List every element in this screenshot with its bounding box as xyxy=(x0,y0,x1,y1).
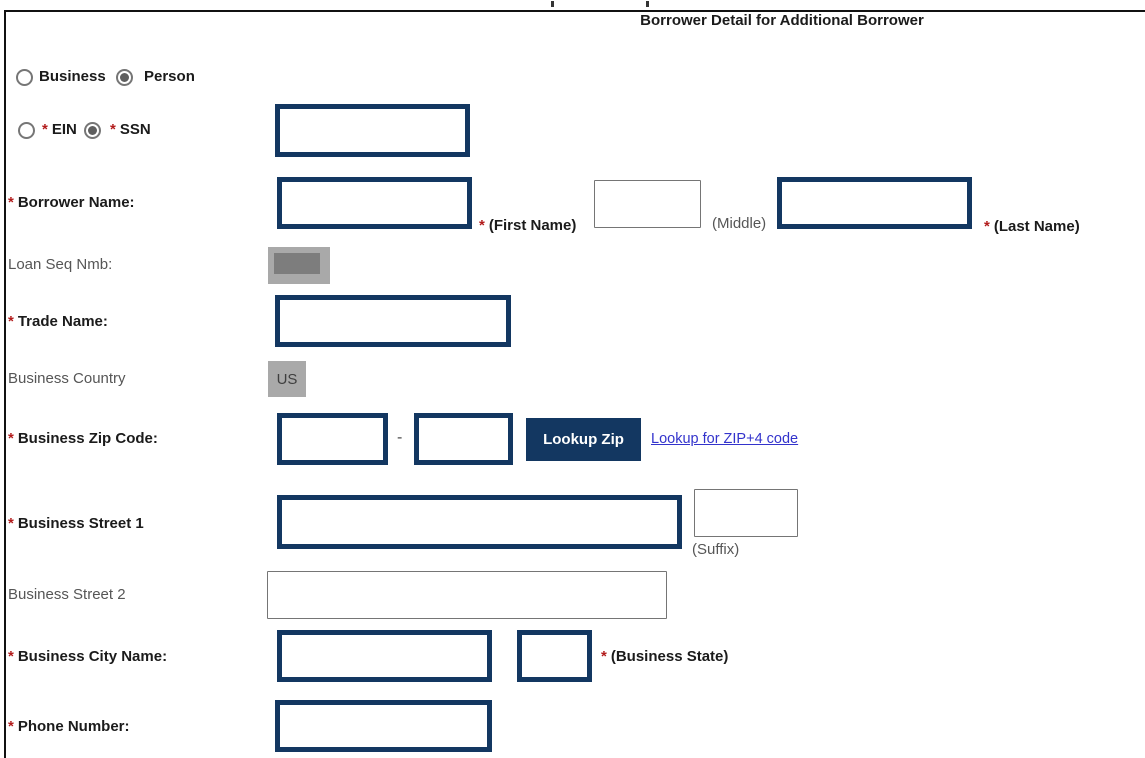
business-street1-input[interactable] xyxy=(277,495,682,549)
trade-name-label: *Trade Name: xyxy=(8,313,108,330)
business-country-label: Business Country xyxy=(8,370,126,387)
last-name-hint: *(Last Name) xyxy=(984,218,1080,235)
phone-number-label: *Phone Number: xyxy=(8,718,130,735)
required-asterisk: * xyxy=(42,121,48,138)
business-street2-label: Business Street 2 xyxy=(8,586,126,603)
business-street1-label: *Business Street 1 xyxy=(8,515,144,532)
ssn-radio-label: *SSN xyxy=(110,121,151,138)
lookup-zip-button[interactable]: Lookup Zip xyxy=(526,418,641,461)
zip4-input[interactable] xyxy=(414,413,513,465)
loan-seq-value-box xyxy=(268,247,330,284)
page-title: Borrower Detail for Additional Borrower xyxy=(640,12,924,29)
redacted-value xyxy=(274,253,320,274)
ein-radio[interactable] xyxy=(18,122,35,139)
person-radio-label: Person xyxy=(144,68,195,85)
business-zip-label: *Business Zip Code: xyxy=(8,430,158,447)
phone-number-input[interactable] xyxy=(275,700,492,752)
person-radio[interactable] xyxy=(116,69,133,86)
business-street2-input[interactable] xyxy=(267,571,667,619)
business-country-value-box: US xyxy=(268,361,306,397)
business-city-label: *Business City Name: xyxy=(8,648,168,665)
required-asterisk: * xyxy=(8,515,14,532)
zip5-input[interactable] xyxy=(277,413,388,465)
business-state-hint: *(Business State) xyxy=(601,648,729,665)
business-radio[interactable] xyxy=(16,69,33,86)
required-asterisk: * xyxy=(984,218,990,235)
required-asterisk: * xyxy=(8,430,14,447)
required-asterisk: * xyxy=(8,194,14,211)
first-name-input[interactable] xyxy=(277,177,472,229)
required-asterisk: * xyxy=(601,648,607,665)
zip4-lookup-link[interactable]: Lookup for ZIP+4 code xyxy=(651,431,799,447)
first-name-hint: *(First Name) xyxy=(479,217,577,234)
tax-id-input[interactable] xyxy=(275,104,470,157)
trade-name-input[interactable] xyxy=(275,295,511,347)
required-asterisk: * xyxy=(8,648,14,665)
ein-radio-label: *EIN xyxy=(42,121,77,138)
business-city-input[interactable] xyxy=(277,630,492,682)
zip-separator: - xyxy=(397,429,403,446)
street-suffix-hint: (Suffix) xyxy=(692,541,740,558)
borrower-name-label: *Borrower Name: xyxy=(8,194,135,211)
last-name-input[interactable] xyxy=(777,177,972,229)
clipped-text-descender xyxy=(646,1,649,7)
middle-name-hint: (Middle) xyxy=(712,215,767,232)
required-asterisk: * xyxy=(8,313,14,330)
clipped-text-descender xyxy=(551,1,554,7)
street-suffix-input[interactable] xyxy=(694,489,798,537)
required-asterisk: * xyxy=(110,121,116,138)
form-panel-border xyxy=(4,10,1145,758)
loan-seq-label: Loan Seq Nmb: xyxy=(8,256,113,273)
ssn-radio[interactable] xyxy=(84,122,101,139)
required-asterisk: * xyxy=(8,718,14,735)
required-asterisk: * xyxy=(479,217,485,234)
business-state-input[interactable] xyxy=(517,630,592,682)
business-radio-label: Business xyxy=(39,68,106,85)
middle-name-input[interactable] xyxy=(594,180,701,228)
